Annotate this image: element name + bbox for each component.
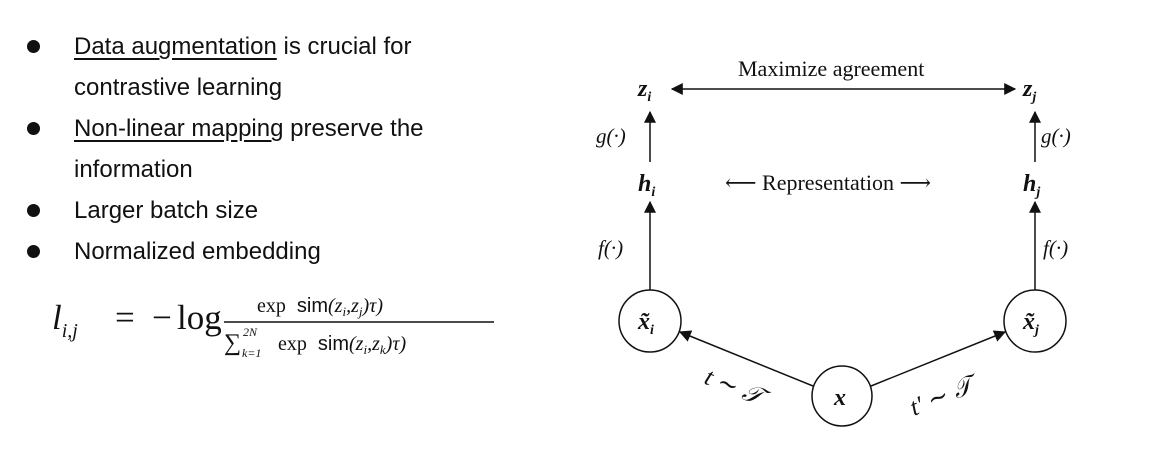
numerator-comma: ,z [346, 295, 359, 317]
bullet-text: preserve the [283, 115, 424, 142]
denominator-k: k [380, 342, 386, 357]
denominator-i: i [363, 342, 367, 357]
contrastive-loss-formula: li,j = − log exp sim(zi,zj)τ) ∑ 2N k=1 e… [52, 295, 494, 360]
svg-text:x̃j: x̃j [1022, 309, 1039, 338]
right-transform-label: t′ ∼ 𝒯 [906, 369, 984, 421]
svg-text:zj: zj [1022, 76, 1036, 105]
maximize-agreement-label: Maximize agreement [738, 56, 924, 81]
bullet-text: Normalized embedding [74, 238, 321, 265]
formula-equals: = [115, 298, 135, 337]
formula-log: log [177, 298, 222, 337]
bullet-non-linear-mapping: Non-linear mapping preserve the informat… [24, 108, 524, 190]
right-augmented-subscript: j [1033, 323, 1039, 338]
left-augmented-subscript: i [650, 323, 654, 338]
input-node [811, 365, 873, 427]
bullet-text: Larger batch size [74, 197, 259, 224]
svg-text:exp sim(zi,zj)τ): exp sim(zi,zj)τ) [257, 295, 383, 319]
denominator-tail: )τ) [385, 333, 407, 355]
left-augmentation-arrow [678, 330, 814, 387]
left-representation-subscript: i [651, 185, 655, 200]
numerator-exp: exp [257, 295, 286, 317]
bullet-data-augmentation: Data augmentation is crucial for contras… [24, 26, 524, 108]
contrastive-learning-diagram: Maximize agreement zi zj g(·) g(·) hi hj… [596, 56, 1071, 427]
denominator-comma: ,z [367, 333, 380, 355]
bullet-underlined-text: Data augmentation [74, 33, 277, 60]
bullet-normalized-embedding: Normalized embedding [24, 231, 524, 272]
formula-lhs: l [52, 298, 62, 337]
svg-text:zi: zi [637, 76, 651, 105]
right-output-z: z [1022, 76, 1033, 102]
right-augmented-node [1003, 289, 1067, 353]
left-representation-h: h [638, 171, 651, 197]
left-transform-label: t ∼ 𝒯 [701, 364, 774, 414]
bullet-continuation: information [74, 156, 193, 183]
input-x: x [833, 385, 846, 411]
left-augmented-x: x̃ [637, 309, 650, 335]
right-representation-h: h [1023, 171, 1036, 197]
bullet-underlined-text: Non-linear mapping [74, 115, 284, 142]
right-output-subscript: j [1030, 90, 1036, 105]
bullet-list: Data augmentation is crucial for contras… [24, 26, 524, 272]
numerator-i: i [342, 304, 346, 319]
right-augmentation-arrow [870, 330, 1007, 387]
summation-upper-limit: 2N [243, 325, 258, 339]
right-representation-subscript: j [1034, 185, 1040, 200]
numerator-tail: )τ) [362, 295, 384, 317]
formula-lhs-subscript: i,j [62, 320, 79, 342]
svg-text:hj: hj [1023, 171, 1040, 200]
svg-text:exp sim(zi,zk)τ): exp sim(zi,zk)τ) [278, 333, 406, 357]
summation-symbol: ∑ [224, 330, 241, 356]
denominator-sim: sim [318, 333, 349, 355]
left-encoder-label: f(·) [598, 236, 623, 260]
svg-text:x̃i: x̃i [637, 309, 654, 338]
right-augmented-x: x̃ [1022, 309, 1035, 335]
summation-lower-limit: k=1 [242, 346, 261, 360]
denominator-args: (z [349, 333, 364, 355]
numerator-sim: sim [297, 295, 328, 317]
right-encoder-label: f(·) [1043, 236, 1068, 260]
formula-minus: − [152, 298, 172, 337]
svg-text:li,j: li,j [52, 298, 78, 342]
bullet-text: is crucial for [276, 33, 412, 60]
denominator-exp: exp [278, 333, 307, 355]
left-augmented-node [618, 289, 682, 353]
svg-text:hi: hi [638, 171, 655, 200]
left-projection-label: g(·) [596, 124, 626, 148]
bullet-continuation: contrastive learning [74, 74, 283, 101]
numerator-j: j [357, 304, 363, 319]
right-projection-label: g(·) [1041, 124, 1071, 148]
numerator-args: (z [328, 295, 343, 317]
left-output-z: z [637, 76, 648, 102]
bullet-batch-size: Larger batch size [24, 190, 524, 231]
left-output-subscript: i [647, 90, 651, 105]
representation-label: ⟵ Representation ⟶ [725, 170, 931, 195]
